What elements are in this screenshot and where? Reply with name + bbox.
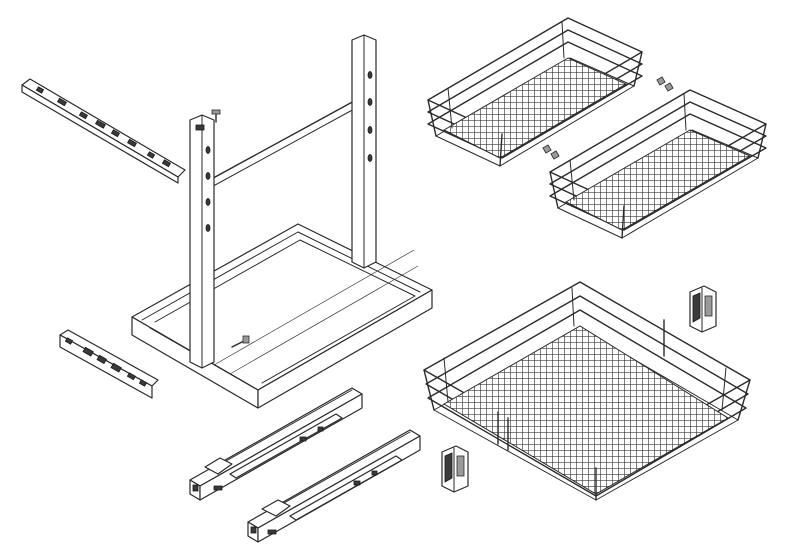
pull-out-frame bbox=[131, 34, 433, 409]
mounting-bracket-bottom bbox=[59, 329, 159, 399]
basket-clip-upper bbox=[689, 285, 717, 333]
narrow-basket-upper bbox=[427, 17, 643, 167]
telescopic-runner-upper bbox=[189, 387, 363, 501]
mounting-bracket-top bbox=[21, 78, 186, 184]
telescopic-runner-lower bbox=[247, 429, 421, 543]
screw-icon bbox=[211, 109, 221, 123]
narrow-basket-lower bbox=[549, 89, 767, 239]
pin-icon bbox=[231, 335, 250, 348]
large-wire-basket bbox=[423, 281, 751, 501]
basket-clip-lower bbox=[441, 445, 469, 493]
fitting-icon bbox=[542, 76, 674, 160]
